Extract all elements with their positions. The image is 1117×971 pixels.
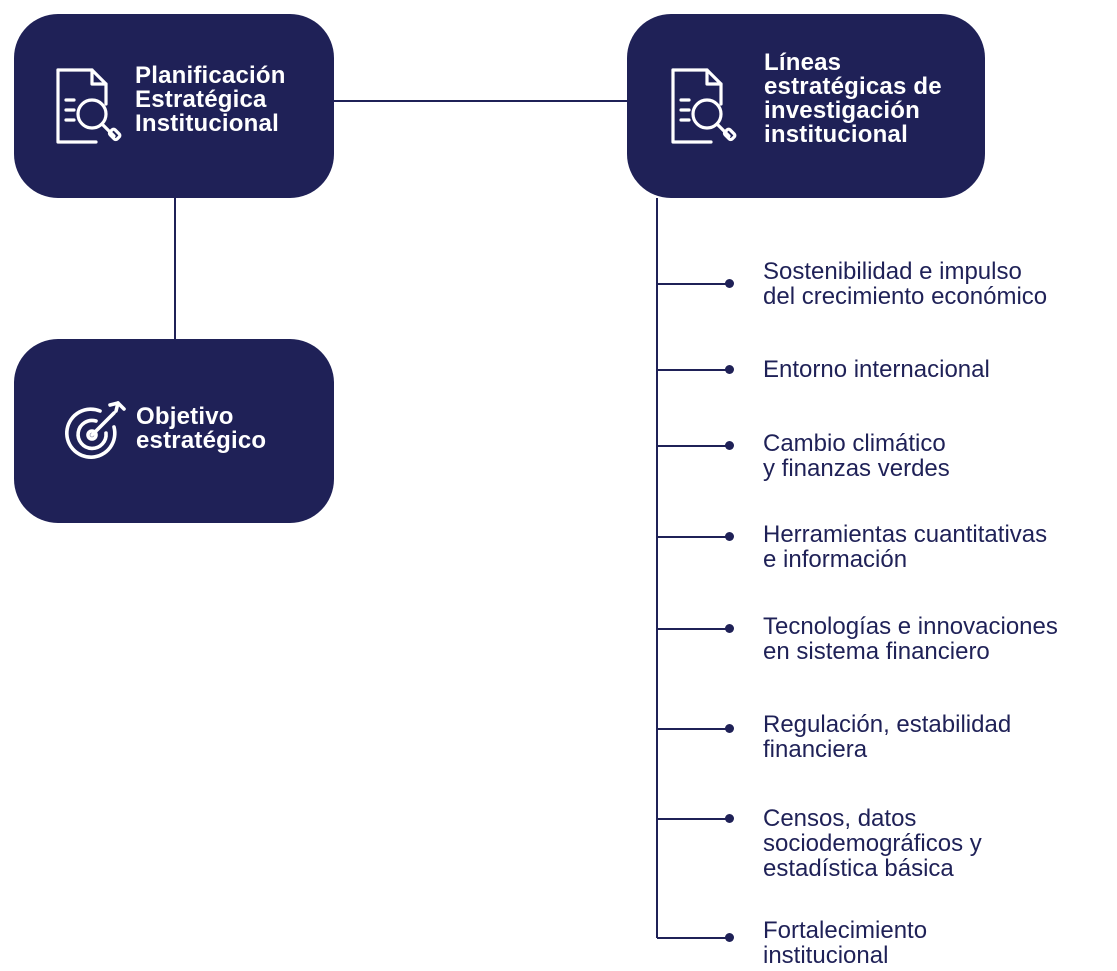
planificacion-estrategica-box: Planificación Estratégica Institucional — [14, 14, 334, 198]
box-title: Objetivo estratégico — [136, 403, 267, 454]
document-search-icon — [667, 66, 747, 153]
branch-line — [657, 536, 729, 538]
objetivo-estrategico-box: Objetivo estratégico — [14, 339, 334, 523]
bullet-dot — [725, 532, 734, 541]
box-title: Planificación Estratégica Institucional — [135, 62, 286, 137]
connector-plan-to-lineas — [334, 100, 627, 102]
connector-plan-to-objetivo — [174, 198, 176, 339]
target-arrow-icon — [62, 397, 132, 474]
box-title: Líneas estratégicas de investigación ins… — [764, 49, 942, 148]
document-search-icon — [52, 66, 132, 153]
lineas-item: Entorno internacional — [763, 356, 990, 383]
bullet-dot — [725, 279, 734, 288]
branch-line — [657, 728, 729, 730]
branch-line — [657, 445, 729, 447]
bullet-dot — [725, 724, 734, 733]
bullet-dot — [725, 933, 734, 942]
branch-line — [657, 937, 729, 939]
branch-line — [657, 283, 729, 285]
connector-lineas-trunk — [656, 198, 658, 938]
bullet-dot — [725, 441, 734, 450]
branch-line — [657, 369, 729, 371]
bullet-dot — [725, 814, 734, 823]
lineas-estrategicas-box: Líneas estratégicas de investigación ins… — [627, 14, 985, 198]
bullet-dot — [725, 365, 734, 374]
branch-line — [657, 818, 729, 820]
bullet-dot — [725, 624, 734, 633]
branch-line — [657, 628, 729, 630]
